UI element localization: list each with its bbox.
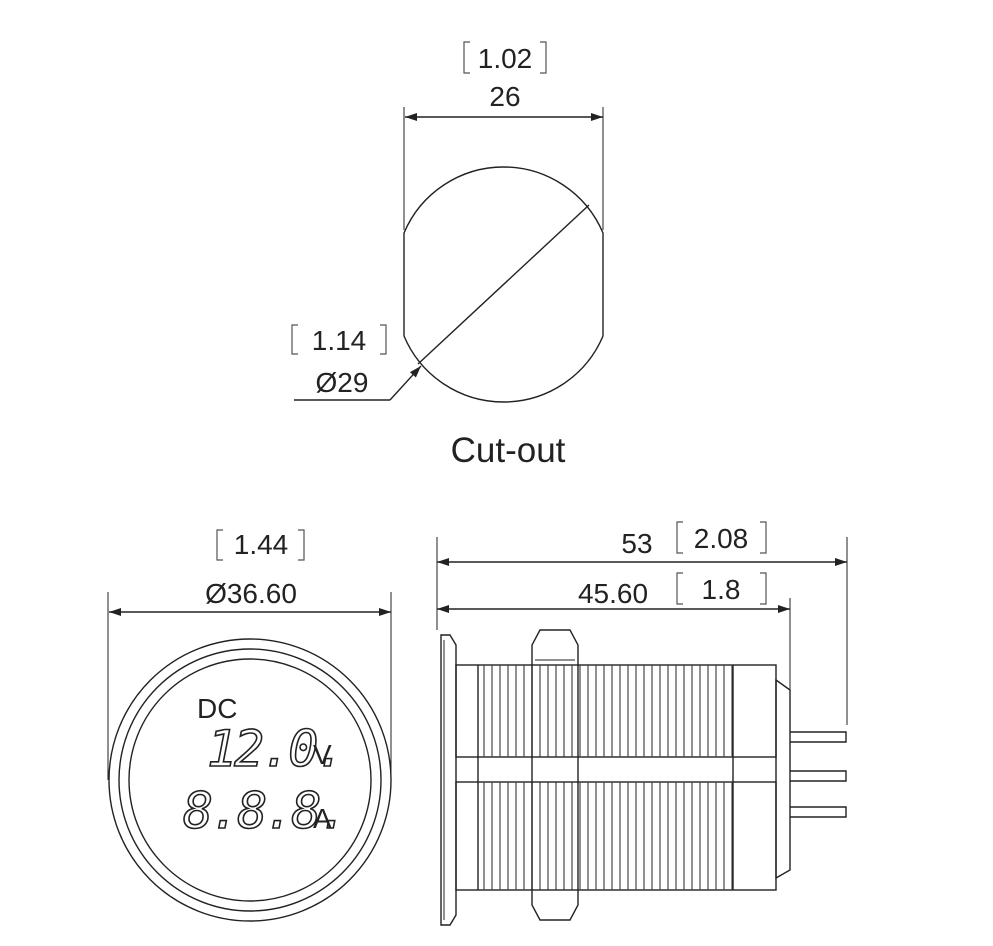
display-current-unit: A bbox=[313, 803, 332, 834]
cutout-view: 1.02 26 1.14 Ø29 Cut-out bbox=[291, 41, 604, 470]
display-voltage-digits: 12.0. bbox=[207, 720, 343, 778]
cutout-width-inch: 1.02 bbox=[478, 43, 533, 74]
side-overall-inch-bracket bbox=[676, 521, 767, 554]
side-rear-housing bbox=[775, 678, 791, 880]
display-current-digits: 8.8.8. bbox=[183, 782, 346, 840]
side-body-mm: 45.60 bbox=[578, 578, 648, 609]
side-pin-top bbox=[790, 731, 847, 743]
cutout-caption: Cut-out bbox=[451, 431, 566, 470]
display-dc-label: DC bbox=[197, 693, 237, 724]
side-pin-bottom bbox=[790, 806, 847, 818]
front-bezel-outer bbox=[108, 638, 392, 922]
side-thread-upper bbox=[478, 665, 733, 757]
cutout-diameter-inch-bracket bbox=[291, 324, 387, 355]
cutout-diameter-mm: Ø29 bbox=[316, 367, 369, 398]
side-mounting-nut bbox=[531, 629, 579, 921]
cutout-width-mm: 26 bbox=[489, 81, 520, 112]
front-bezel-ring bbox=[118, 648, 382, 912]
front-face bbox=[128, 658, 372, 902]
cutout-width-inch-bracket bbox=[463, 41, 547, 74]
front-view: 1.44 Ø36.60 DC 12.0. V 8.8.8. A bbox=[107, 529, 392, 922]
side-overall-inch: 2.08 bbox=[694, 523, 749, 554]
side-thread-lower bbox=[478, 782, 733, 890]
cutout-diameter-line bbox=[417, 204, 590, 365]
cutout-shape bbox=[403, 166, 604, 403]
front-diameter-inch-bracket bbox=[216, 529, 305, 561]
cutout-diameter-leader-arrow bbox=[389, 365, 422, 401]
side-body-inch-bracket bbox=[676, 572, 767, 605]
display-voltage-unit: V bbox=[313, 739, 332, 770]
side-pin-middle bbox=[790, 770, 847, 782]
side-view: 53 2.08 45.60 1.8 bbox=[436, 521, 848, 926]
cutout-diameter-inch: 1.14 bbox=[312, 325, 367, 356]
front-diameter-mm: Ø36.60 bbox=[205, 578, 297, 609]
side-body-inch: 1.8 bbox=[702, 574, 741, 605]
front-diameter-inch: 1.44 bbox=[234, 529, 289, 560]
side-bezel-flange bbox=[440, 634, 457, 926]
side-overall-mm: 53 bbox=[621, 528, 652, 559]
